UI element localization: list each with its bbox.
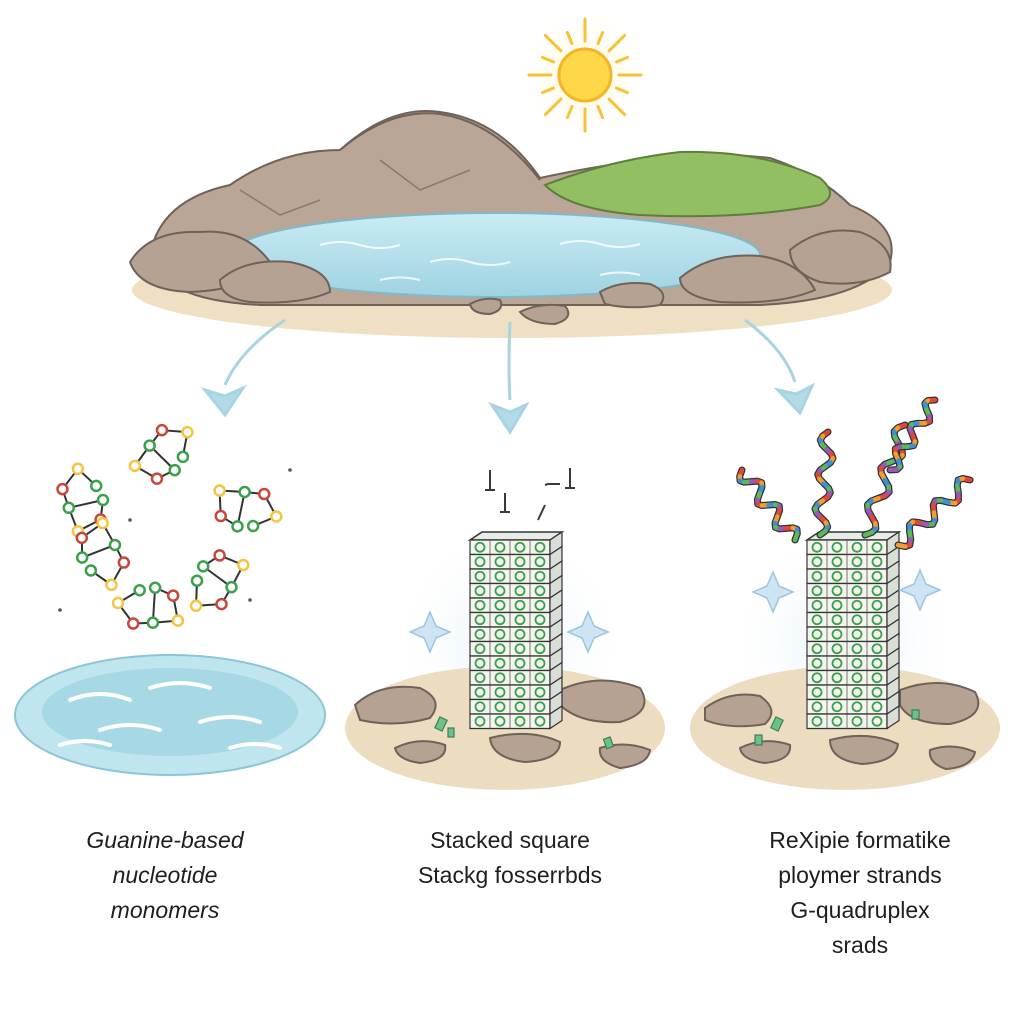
caption-line: Guanine-based <box>86 827 244 853</box>
polymer-strand <box>811 428 837 539</box>
caption-line: srads <box>831 932 889 958</box>
arrow-right-icon <box>773 382 816 416</box>
arrow-center-icon <box>488 401 530 435</box>
caption-stacked-tower: Stacked square Stackg fosserrbds <box>380 823 640 893</box>
caption-line: G-quadruplex <box>790 897 930 923</box>
polymer-strand <box>886 396 939 474</box>
caption-polymer-strands: ReXipie formatike ploymer strands G-quad… <box>720 823 1000 963</box>
stacked-tower-scene <box>345 468 665 790</box>
polymer-strand <box>736 466 801 544</box>
caption-line: ReXipie formatike <box>769 827 951 853</box>
nucleotide-molecule <box>189 549 250 613</box>
nucleotide-molecule <box>75 516 131 592</box>
sparkle-icon <box>408 610 452 654</box>
sparkle-icon <box>751 570 795 614</box>
caption-line: Stacked square <box>430 827 590 853</box>
rocky-pond-landscape <box>128 110 893 338</box>
monomer-cluster <box>56 423 292 630</box>
sparkle-icon <box>898 568 942 612</box>
nucleotide-molecule <box>56 462 110 538</box>
caption-line: ploymer strands <box>778 862 942 888</box>
water-puddle <box>14 654 326 776</box>
flow-arrows <box>200 318 816 435</box>
nucleotide-molecule <box>111 581 185 630</box>
polymer-strand <box>861 421 909 539</box>
caption-line: nucleotide <box>112 862 218 888</box>
caption-monomers: Guanine-based nucleotide monomers <box>40 823 290 928</box>
nucleotide-molecule <box>213 484 283 533</box>
polymer-strand-scene <box>690 396 1000 790</box>
caption-line: monomers <box>110 897 220 923</box>
arrow-left-icon <box>200 384 248 418</box>
polymer-strand <box>894 474 974 551</box>
nucleotide-molecule <box>128 423 194 485</box>
caption-line: Stackg fosserrbds <box>417 862 603 888</box>
sun-icon <box>515 5 655 145</box>
sparkle-icon <box>566 610 610 654</box>
